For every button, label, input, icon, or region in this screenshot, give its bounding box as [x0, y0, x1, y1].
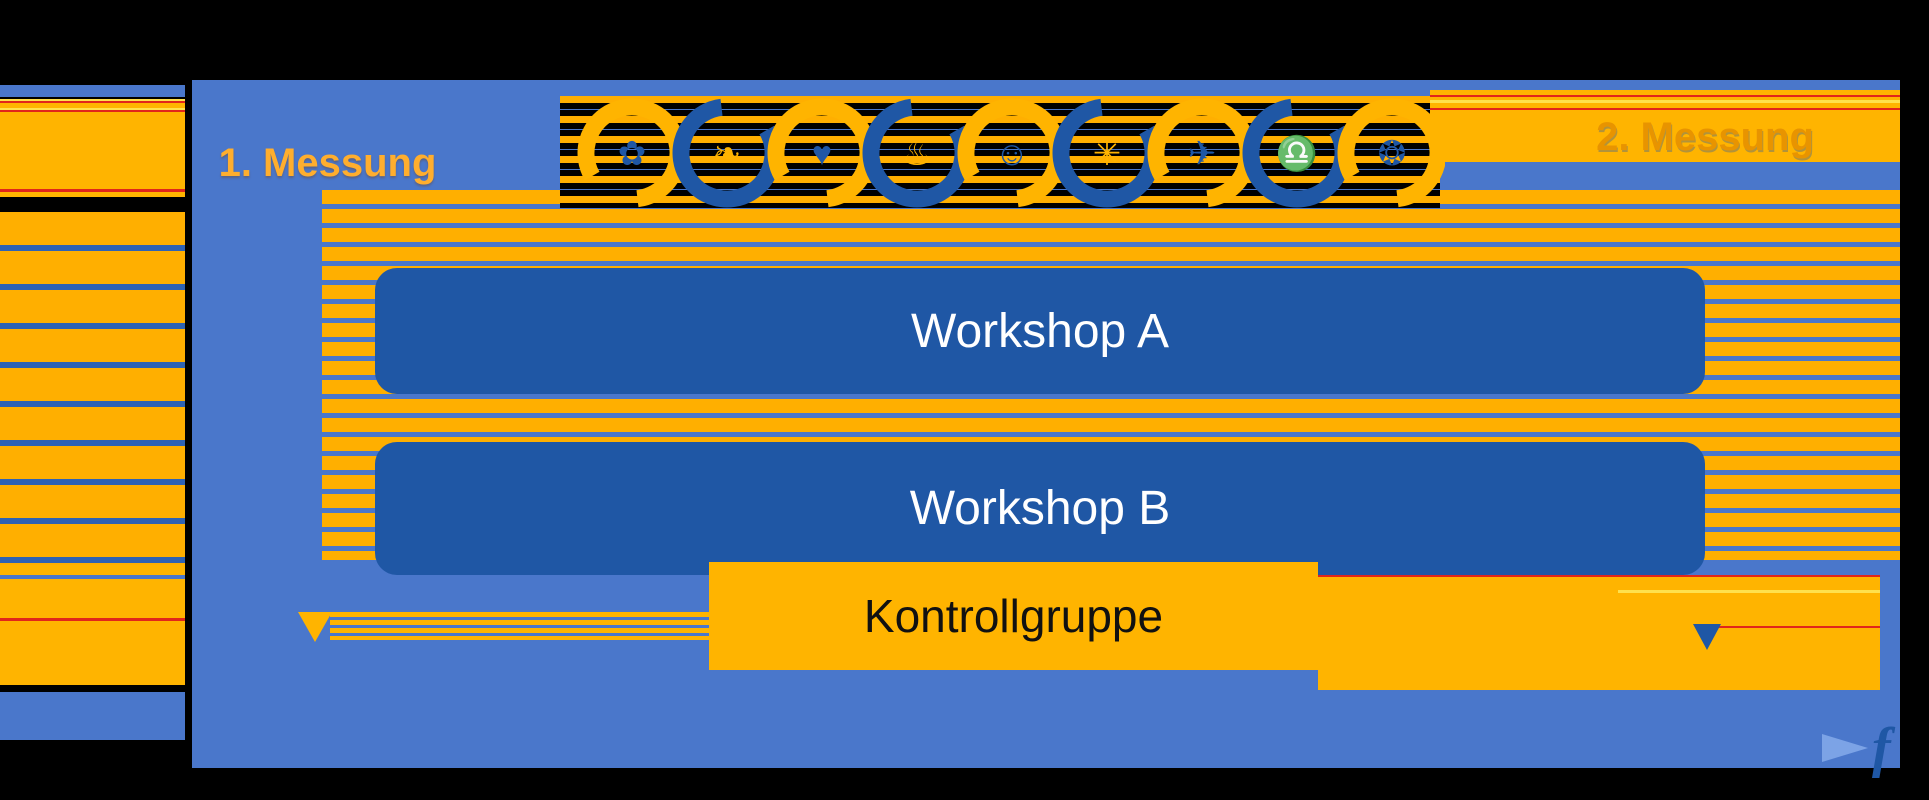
right-orange-arrow-band — [1318, 575, 1880, 690]
down-arrowhead-icon — [298, 612, 332, 642]
scanline-artifact — [1318, 575, 1880, 577]
person-icon: ☺ — [995, 135, 1030, 173]
scanline-artifact — [1430, 95, 1900, 97]
cocktail-icon: ♨ — [902, 135, 932, 173]
left-stripe-pattern — [0, 212, 185, 565]
scanline-artifact — [0, 189, 185, 192]
berries-icon: ❂ — [1378, 135, 1407, 173]
dove-icon: ❧ — [713, 135, 742, 173]
timeline-vertical-bar — [192, 80, 320, 768]
workshop-a-label: Workshop A — [911, 304, 1169, 358]
panel-left-gap — [185, 80, 192, 740]
workshop-b-box: Workshop B — [375, 442, 1705, 575]
workshop-a-box: Workshop A — [375, 268, 1705, 394]
community-icon: ✿ — [618, 135, 647, 173]
right-orange-block — [1430, 90, 1900, 162]
chain-links-graphic: ✿ ❧ ♥ ♨ ☺ ✳ ✈ ♎ ❂ — [577, 98, 1445, 208]
control-group-arrow-band — [330, 612, 712, 640]
kontrollgruppe-label: Kontrollgruppe — [863, 590, 1164, 642]
kontrollgruppe-box: Kontrollgruppe — [709, 562, 1318, 670]
scanline-artifact — [1717, 626, 1880, 628]
scales-icon: ♎ — [1276, 134, 1318, 173]
wheel-icon: ✳ — [1093, 135, 1122, 173]
scanline-artifact — [0, 618, 185, 621]
scanline-artifact-band — [0, 99, 185, 115]
right-arrow-icon — [1822, 734, 1868, 762]
heart-icon: ♥ — [812, 135, 832, 173]
left-orange-block-top — [0, 115, 185, 197]
left-orange-block-bottom — [0, 565, 185, 685]
workshop-b-label: Workshop B — [909, 482, 1171, 535]
left-blue-bottom-block — [0, 692, 185, 740]
first-measurement-label: 1. Messung — [218, 141, 437, 185]
scanline-artifact — [1430, 108, 1900, 110]
scanline-artifact — [1430, 100, 1900, 103]
left-blue-strip — [0, 85, 185, 97]
watermark-glyph: f — [1872, 717, 1891, 779]
paper-plane-icon: ✈ — [1188, 135, 1217, 173]
second-measurement-label: 2. Messung — [1596, 115, 1814, 159]
scanline-artifact — [1618, 590, 1880, 593]
down-arrowhead-icon — [1693, 624, 1721, 650]
scanline-artifact — [0, 575, 185, 579]
